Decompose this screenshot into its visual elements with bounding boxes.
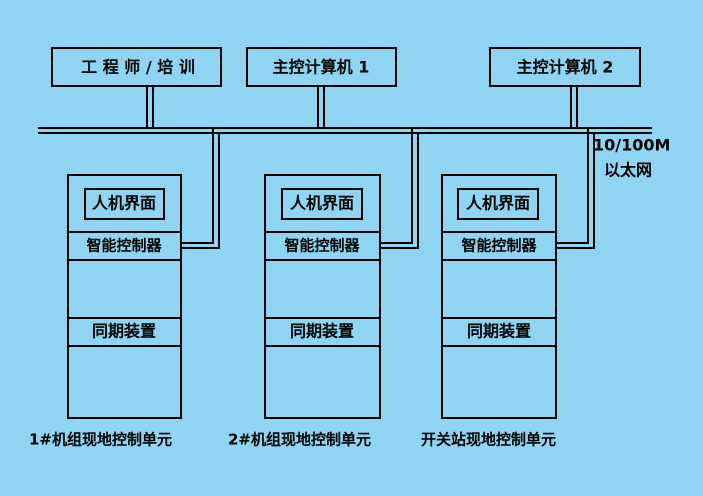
host2-node: 主控计算机 2 <box>489 47 641 87</box>
unit-3-caption: 开关站现地控制单元 <box>421 431 556 449</box>
top-node-connectors <box>146 86 578 128</box>
unit-2-hmi: 人机界面 <box>290 194 354 213</box>
unit-3-hmi: 人机界面 <box>466 194 530 213</box>
unit-3-sync: 同期装置 <box>467 322 531 341</box>
unit-3-controller: 智能控制器 <box>461 237 537 255</box>
host1-node: 主控计算机 1 <box>246 47 397 87</box>
unit-1-hmi: 人机界面 <box>92 194 156 213</box>
network-bus <box>38 127 652 134</box>
unit-3: 人机界面 智能控制器 同期装置 开关站现地控制单元 <box>421 128 595 449</box>
unit-2: 人机界面 智能控制器 同期装置 2#机组现地控制单元 <box>228 128 419 449</box>
unit-1-controller: 智能控制器 <box>86 237 162 255</box>
host2-label: 主控计算机 2 <box>517 58 614 77</box>
unit-1-caption: 1#机组现地控制单元 <box>29 431 172 449</box>
network-label: 10/100M 以太网 <box>593 136 670 180</box>
unit-2-controller: 智能控制器 <box>284 237 360 255</box>
unit-2-sync: 同期装置 <box>290 322 354 341</box>
unit-2-caption: 2#机组现地控制单元 <box>228 431 371 449</box>
network-type: 以太网 <box>604 161 652 180</box>
unit-1: 人机界面 智能控制器 同期装置 1#机组现地控制单元 <box>29 128 220 449</box>
engineer-label: 工 程 师 / 培 训 <box>81 58 195 77</box>
engineer-node: 工 程 师 / 培 训 <box>51 47 222 87</box>
unit-1-sync: 同期装置 <box>92 322 156 341</box>
network-speed: 10/100M <box>593 136 670 155</box>
host1-label: 主控计算机 1 <box>273 58 370 77</box>
